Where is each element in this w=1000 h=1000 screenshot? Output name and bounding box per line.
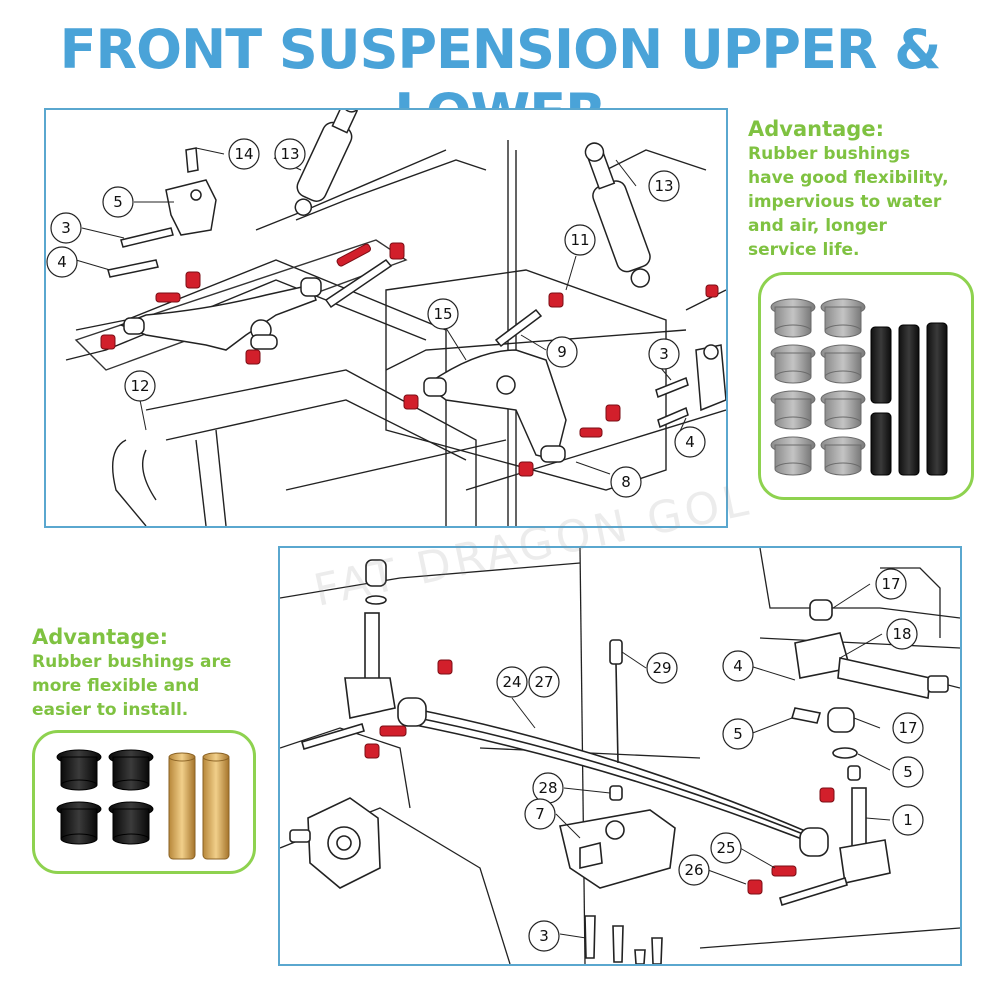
upper-callout: 13	[280, 145, 299, 163]
lower-callout: 24	[502, 673, 521, 691]
lower-callout: 27	[534, 673, 553, 691]
lower-suspension-diagram: 29 24 27 17 18 4 17 5 5 28 7 1 25 26 3	[278, 546, 962, 966]
advantage-left-heading: Advantage:	[32, 625, 168, 649]
advantage-top-text: Rubber bushings have good flexibility, i…	[748, 142, 949, 262]
gray-bushings-image	[770, 298, 948, 476]
upper-diagram-svg: 14 13 5 3 4 12 13 11 15 9 3 4 8	[46, 110, 726, 526]
advantage-left-line: more flexible and	[32, 676, 200, 696]
advantage-left-text: Rubber bushings are more flexible and ea…	[32, 650, 231, 722]
black-and-brass-bushings-image	[56, 749, 230, 860]
advantage-left-line: easier to install.	[32, 700, 189, 720]
upper-suspension-diagram: 14 13 5 3 4 12 13 11 15 9 3 4 8	[44, 108, 728, 528]
lower-callout: 7	[535, 805, 545, 823]
upper-callout: 15	[433, 305, 452, 323]
rubber-bushings-photo-left	[32, 730, 256, 874]
upper-callout: 3	[659, 345, 669, 363]
upper-callout: 3	[61, 219, 71, 237]
lower-diagram-svg: 29 24 27 17 18 4 17 5 5 28 7 1 25 26 3	[280, 548, 960, 964]
upper-callout: 14	[234, 145, 253, 163]
lower-callout: 28	[538, 779, 557, 797]
upper-callout: 9	[557, 343, 567, 361]
upper-callout: 8	[621, 473, 631, 491]
lower-callout: 1	[903, 811, 913, 829]
rubber-bushings-photo-top	[758, 272, 974, 500]
upper-callout: 11	[570, 231, 589, 249]
lower-callout: 5	[903, 763, 913, 781]
advantage-top-heading: Advantage:	[748, 117, 884, 141]
lower-callout: 4	[733, 657, 743, 675]
lower-callout: 17	[898, 719, 917, 737]
upper-callout: 4	[685, 433, 695, 451]
upper-callout: 5	[113, 193, 123, 211]
lower-callout: 25	[716, 839, 735, 857]
lower-callout: 5	[733, 725, 743, 743]
upper-callout: 13	[654, 177, 673, 195]
advantage-top-line: service life.	[748, 240, 860, 260]
lower-callout: 17	[881, 575, 900, 593]
advantage-top-line: impervious to water	[748, 192, 942, 212]
upper-callout: 12	[130, 377, 149, 395]
lower-callout: 26	[684, 861, 703, 879]
advantage-top-line: and air, longer	[748, 216, 887, 236]
advantage-top-line: Rubber bushings	[748, 144, 911, 164]
advantage-left-line: Rubber bushings are	[32, 652, 232, 672]
lower-callout: 29	[652, 659, 671, 677]
lower-callout: 18	[892, 625, 911, 643]
lower-callout: 3	[539, 927, 549, 945]
advantage-top-line: have good flexibility,	[748, 168, 949, 188]
upper-callout: 4	[57, 253, 67, 271]
